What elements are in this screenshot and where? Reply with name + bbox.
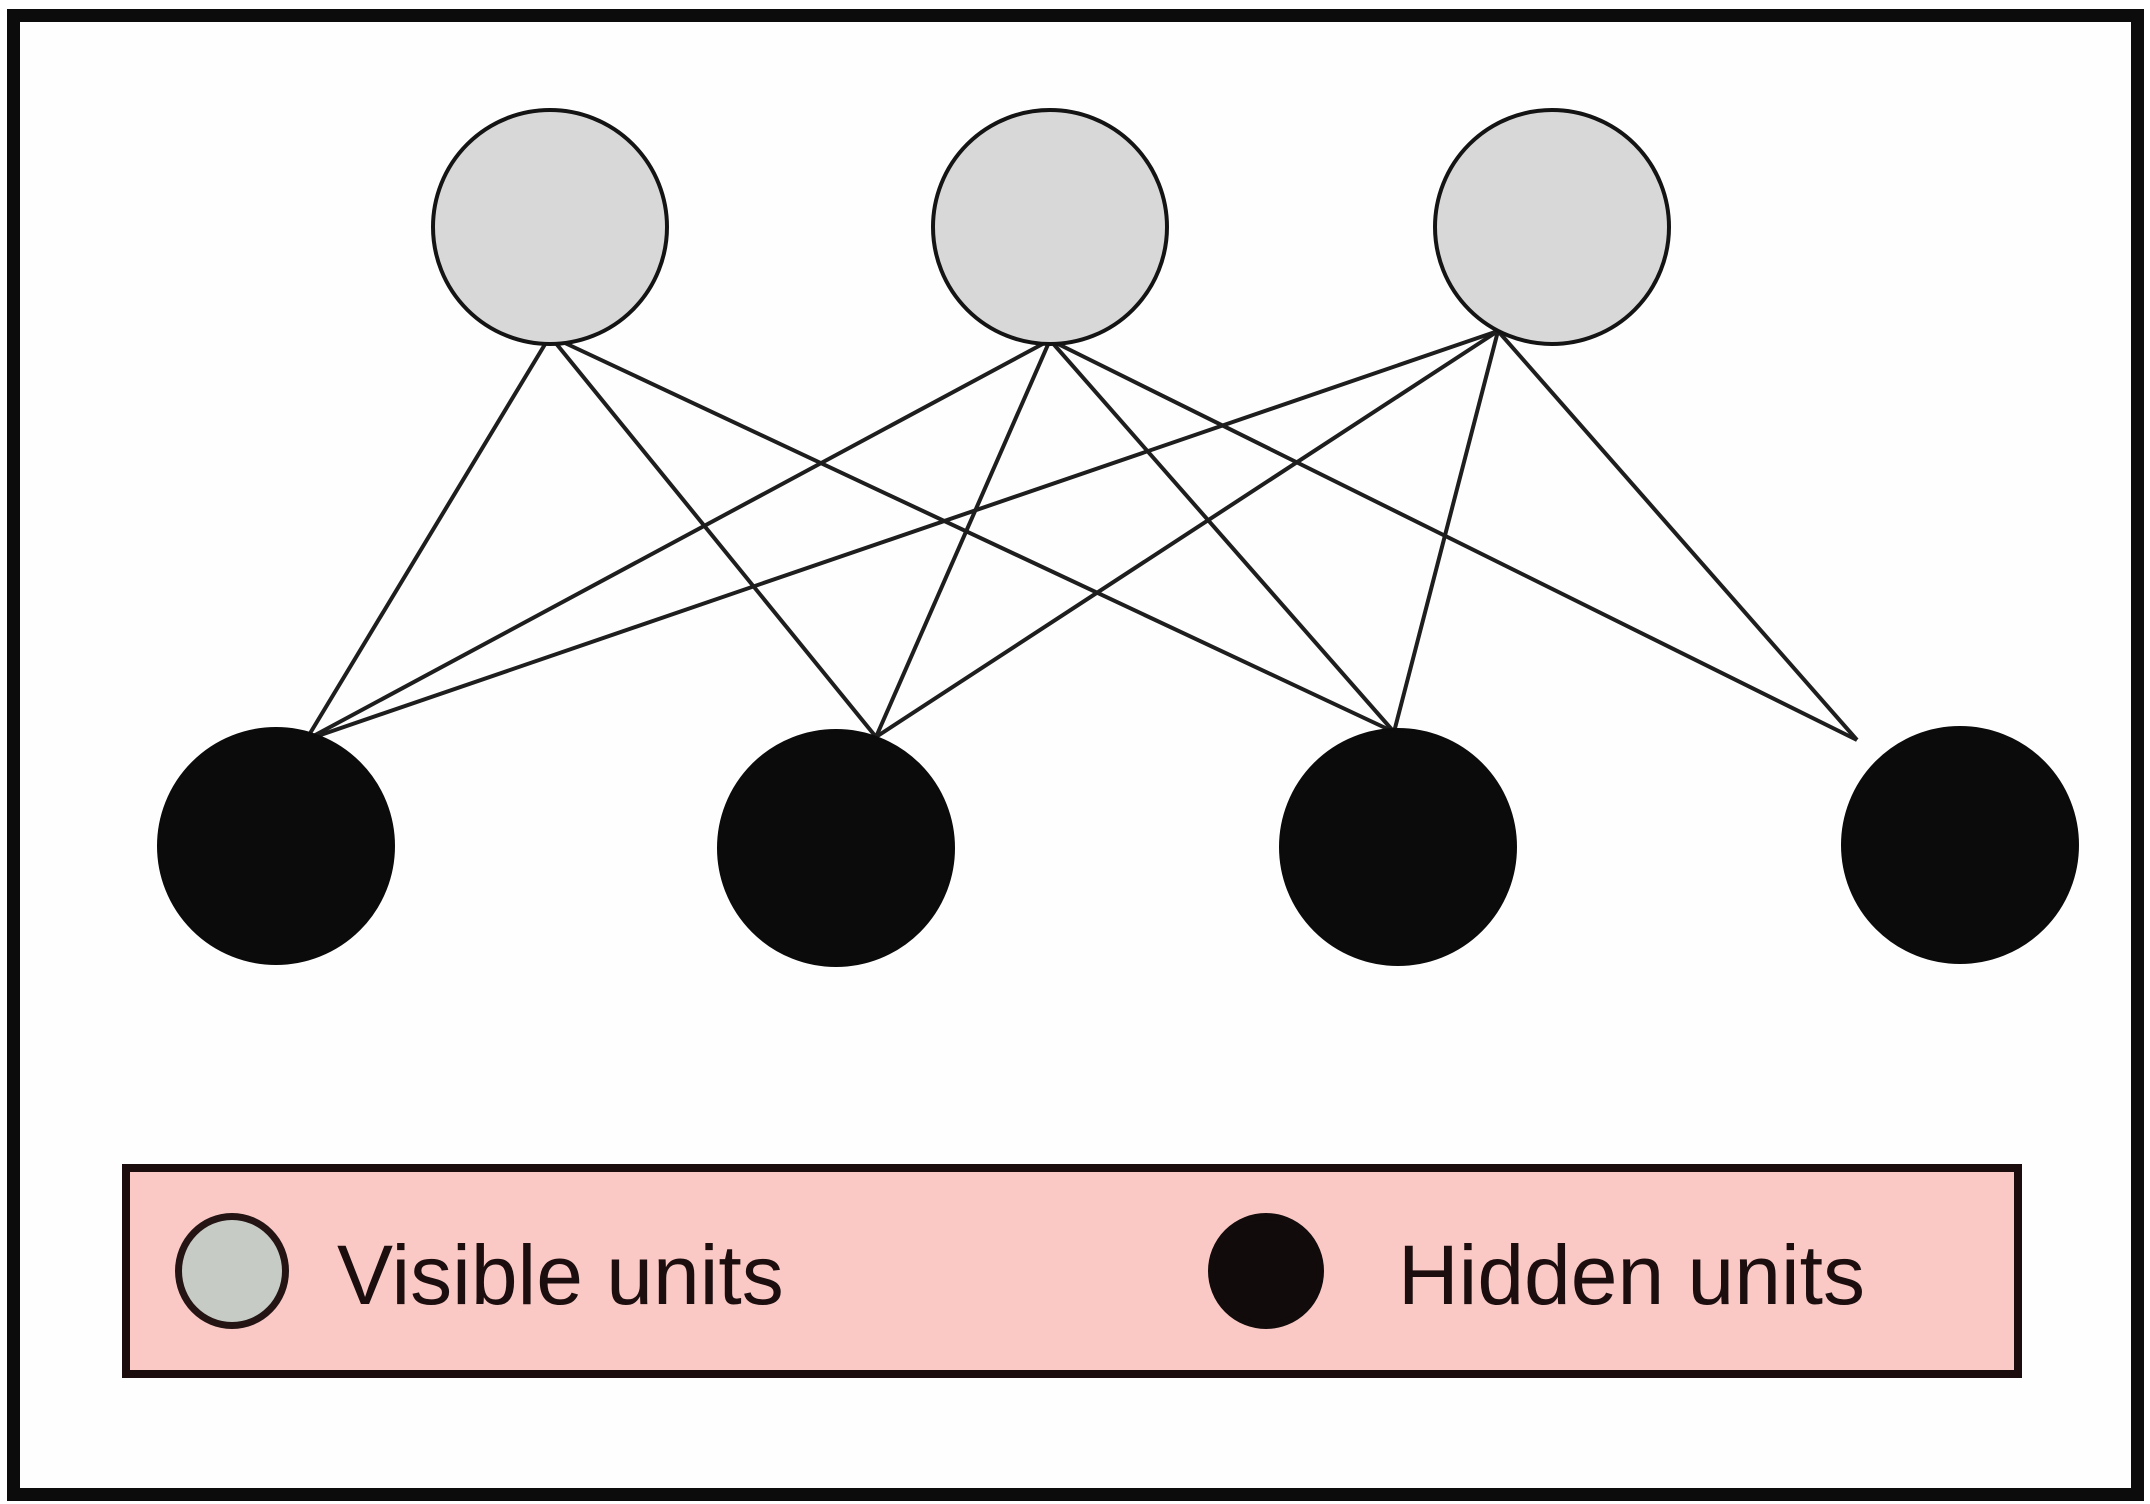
edge-line-v1-h3 xyxy=(549,334,1395,734)
edge-line-v2-h4 xyxy=(1049,338,1858,742)
hidden-unit-swatch-icon xyxy=(1208,1213,1324,1329)
edge-line-v3-h2 xyxy=(874,329,1500,739)
hidden-unit-node-h2 xyxy=(717,729,955,967)
legend-label-hidden-units: Hidden units xyxy=(1398,1228,1865,1322)
edge-line-v2-h2 xyxy=(874,339,1052,738)
legend-item-visible-units: Visible units xyxy=(175,1172,784,1370)
edge-line-v1-h1 xyxy=(304,334,552,742)
hidden-unit-node-h4 xyxy=(1841,726,2079,964)
visible-unit-swatch-icon xyxy=(175,1213,289,1329)
legend-box: Visible units Hidden units xyxy=(122,1164,2022,1378)
visible-unit-node-v2 xyxy=(931,108,1169,346)
visible-unit-node-v1 xyxy=(431,108,669,346)
hidden-unit-node-h3 xyxy=(1279,728,1517,966)
visible-unit-node-v3 xyxy=(1433,108,1671,346)
hidden-unit-node-h1 xyxy=(157,727,395,965)
edge-line-v3-h4 xyxy=(1496,329,1859,742)
edge-line-v2-h3 xyxy=(1048,338,1396,734)
legend-item-hidden-units: Hidden units xyxy=(1208,1172,1865,1370)
edge-line-v3-h1 xyxy=(305,329,1499,742)
legend-label-visible-units: Visible units xyxy=(337,1228,784,1322)
edge-line-v2-h1 xyxy=(305,338,1051,742)
edge-line-v3-h3 xyxy=(1392,330,1500,733)
edge-line-v1-h2 xyxy=(548,334,878,739)
